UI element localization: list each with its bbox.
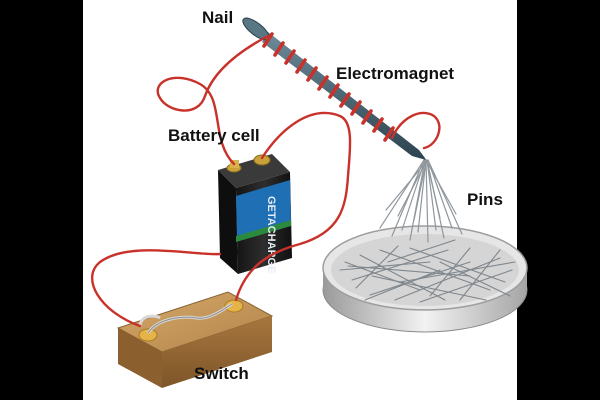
hanging-pins bbox=[379, 159, 463, 243]
switch-block bbox=[116, 291, 274, 388]
label-electromagnet: Electromagnet bbox=[336, 64, 455, 83]
battery-brand: GETACHARGE bbox=[265, 196, 277, 273]
battery-cell: GETACHARGE bbox=[218, 154, 292, 274]
wires bbox=[90, 34, 441, 328]
pins-in-dish bbox=[339, 239, 516, 303]
label-nail: Nail bbox=[202, 8, 234, 27]
electromagnet-coil bbox=[262, 32, 395, 142]
label-battery-cell: Battery cell bbox=[168, 126, 260, 145]
label-switch: Switch bbox=[194, 364, 249, 383]
label-pins: Pins bbox=[467, 190, 503, 209]
